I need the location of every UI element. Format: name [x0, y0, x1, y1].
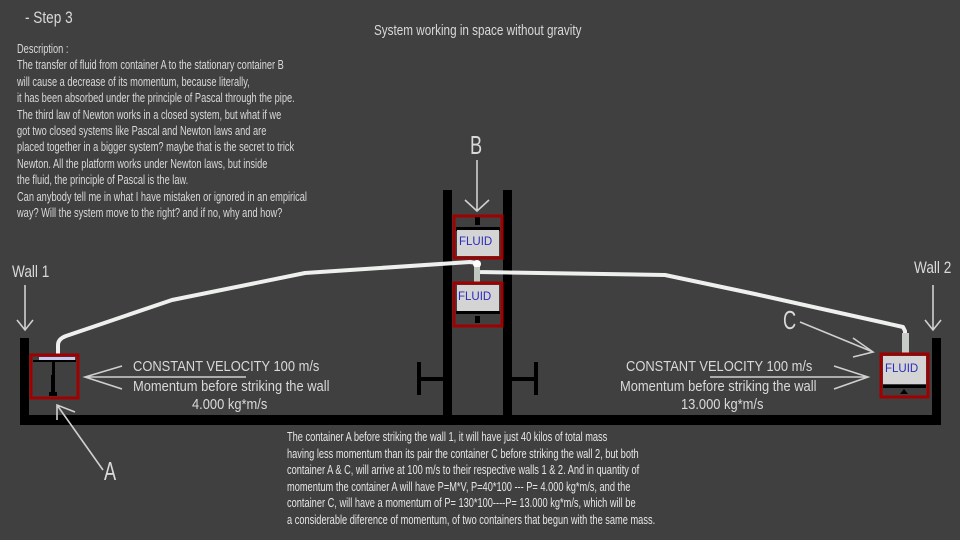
handle-right-bar: [512, 377, 535, 381]
c-arrow: [799, 321, 875, 358]
center-column-left: [443, 190, 452, 420]
left-momentum-value: 4.000 kg*m/s: [192, 396, 268, 413]
description-line: Newton. All the platform works under New…: [17, 156, 268, 171]
explanation-line: The container A before striking the wall…: [287, 430, 608, 444]
explanation-line: container C, will have a momentum of P= …: [287, 496, 636, 511]
container-c: [879, 352, 930, 399]
c-label: C: [783, 305, 797, 335]
explanation: The container A before striking the wall…: [287, 429, 655, 529]
description-line: Can anybody tell me in what I have mista…: [17, 189, 307, 204]
fluid-label-c: FLUID: [885, 363, 919, 375]
a-arrow: [56, 403, 104, 471]
right-velocity-arrow: [710, 365, 871, 390]
wall-2-label: Wall 2: [914, 258, 952, 277]
container-b-upper: [452, 214, 504, 260]
explanation-line: container A & C, will arrive at 100 m/s …: [287, 463, 640, 478]
b-label: B: [470, 130, 483, 160]
center-column-right: [503, 190, 512, 420]
step-heading: - Step 3: [25, 8, 73, 27]
explanation-line: momentum the container A will have P=M*V…: [287, 479, 631, 494]
explanation-line: having less momentum than its pair the c…: [287, 446, 639, 461]
container-b-lower: [452, 281, 504, 328]
handle-left-bar: [420, 377, 443, 381]
b-arrow: [464, 160, 490, 213]
wall-1-arrow: [16, 285, 34, 332]
description-line: will cause a decrease of its momentum, b…: [17, 74, 250, 89]
description: Description : The transfer of fluid from…: [17, 41, 307, 221]
right-momentum-value: 13.000 kg*m/s: [681, 396, 764, 413]
fluid-label-b-upper: FLUID: [459, 236, 493, 248]
arrows: [16, 160, 942, 471]
pipe-junction: [473, 260, 481, 268]
wall-2: [932, 338, 941, 425]
platform: [20, 190, 941, 425]
page-title: System working in space without gravity: [374, 22, 582, 39]
a-label: A: [104, 456, 117, 486]
wall-2-arrow: [924, 285, 942, 332]
description-line: Description :: [17, 42, 69, 56]
description-line: the fluid, the principle of Pascal is th…: [17, 173, 189, 188]
left-velocity: CONSTANT VELOCITY 100 m/s: [133, 358, 320, 375]
description-line: it has been absorbed under the principle…: [17, 91, 295, 106]
handle-left-post: [417, 362, 421, 395]
description-line: got two closed systems like Pascal and N…: [17, 124, 267, 139]
description-line: The transfer of fluid from container A t…: [17, 58, 284, 73]
description-line: placed together in a bigger system? mayb…: [17, 140, 295, 155]
floor: [20, 415, 941, 425]
wall-1: [20, 338, 29, 425]
handle-right-post: [534, 362, 538, 395]
left-momentum-label: Momentum before striking the wall: [133, 378, 330, 395]
description-line: The third law of Newton works in a close…: [17, 107, 282, 122]
description-line: way? Will the system move to the right? …: [17, 206, 283, 221]
right-velocity: CONSTANT VELOCITY 100 m/s: [626, 358, 813, 375]
fluid-label-b-lower: FLUID: [458, 291, 492, 303]
right-momentum-label: Momentum before striking the wall: [620, 378, 817, 395]
container-a: [29, 353, 80, 400]
left-velocity-arrow: [82, 365, 246, 390]
wall-1-label: Wall 1: [12, 262, 50, 281]
explanation-line: a considerable diference of momentum, of…: [287, 512, 656, 527]
